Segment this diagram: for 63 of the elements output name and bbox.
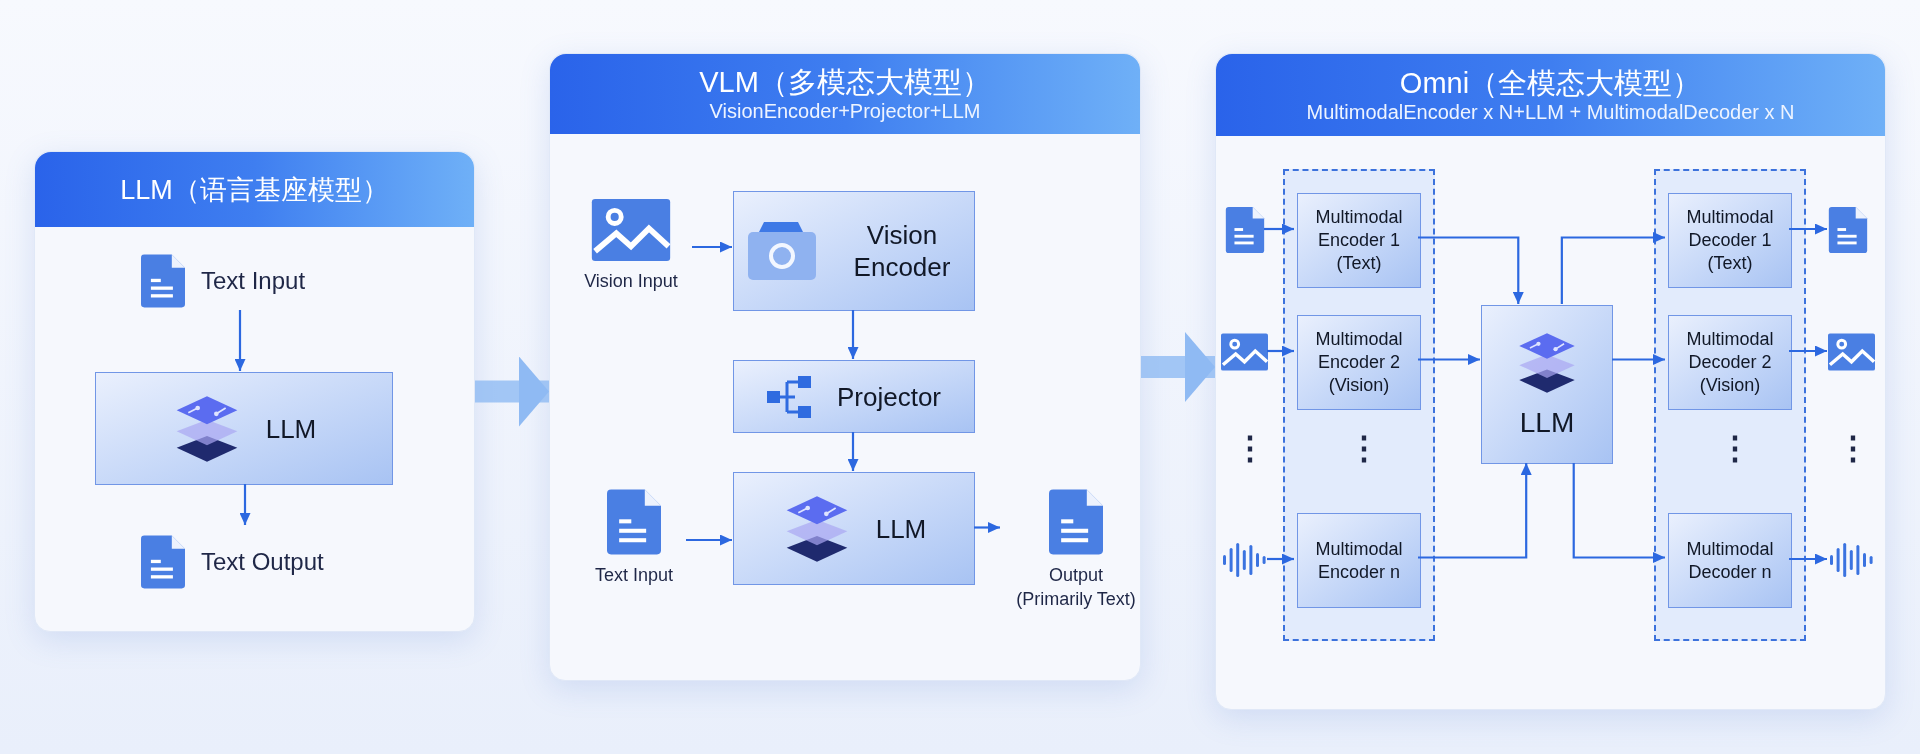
item-label: Text Input <box>201 266 306 296</box>
arrow <box>847 432 859 471</box>
arrow <box>1418 463 1532 559</box>
panel-card <box>34 151 475 632</box>
box-label: Vision Encoder <box>852 219 952 283</box>
arrow <box>1418 354 1480 365</box>
dashed-group-box <box>1283 169 1435 641</box>
panel-title: VLM（多模态大模型） <box>699 65 991 99</box>
arrow <box>847 310 859 359</box>
vertical-ellipsis: ⋮ <box>1348 429 1368 468</box>
box-label: Multimodal Encoder 2 (Vision) <box>1314 328 1404 397</box>
process-box <box>733 191 975 311</box>
flow-chevron-arrow <box>1141 332 1215 402</box>
arrow <box>1560 232 1665 304</box>
process-box <box>1297 193 1421 288</box>
arrow <box>1264 223 1294 235</box>
arrow <box>1789 223 1827 235</box>
process-box <box>1668 315 1792 410</box>
box-label: LLM <box>875 512 927 545</box>
box-label: Projector <box>836 380 941 413</box>
process-box <box>1297 315 1421 410</box>
arrow <box>234 310 246 371</box>
arrow <box>239 484 251 525</box>
arrow <box>1418 236 1524 304</box>
process-box <box>733 472 975 585</box>
box-label: Multimodal Encoder 1 (Text) <box>1314 206 1404 275</box>
process-box <box>1668 193 1792 288</box>
box-label: LLM <box>265 412 317 445</box>
arrow <box>1572 463 1665 563</box>
item-label: Text Input <box>594 564 673 587</box>
arrow <box>1789 553 1827 565</box>
item-label: Vision Input <box>584 270 678 293</box>
box-label: LLM <box>1519 406 1575 439</box>
arrow <box>1789 345 1827 357</box>
box-label: Multimodal Decoder 1 (Text) <box>1685 206 1775 275</box>
box-label: Multimodal Decoder n <box>1685 537 1775 584</box>
arrow <box>692 241 732 253</box>
vertical-ellipsis: ⋮ <box>1234 429 1254 468</box>
arrow <box>1612 354 1665 365</box>
item-label: Text Output <box>201 547 324 577</box>
process-box <box>1481 305 1613 464</box>
vertical-ellipsis: ⋮ <box>1837 429 1857 468</box>
process-box <box>1668 513 1792 608</box>
box-label: Multimodal Encoder n <box>1314 537 1404 584</box>
arrow <box>1267 345 1294 357</box>
vertical-ellipsis: ⋮ <box>1719 429 1739 468</box>
process-box <box>95 372 393 485</box>
arrow <box>974 522 1000 533</box>
panel-card <box>549 53 1141 681</box>
arrow <box>686 534 732 546</box>
item-label: (Primarily Text) <box>1016 588 1136 611</box>
process-box <box>733 360 975 433</box>
dashed-group-box <box>1654 169 1806 641</box>
flow-chevron-arrow <box>475 356 549 427</box>
arrow <box>1267 553 1294 565</box>
panel-subtitle: MultimodalEncoder x N+LLM + MultimodalDecoder x N <box>1306 100 1795 124</box>
panel-subtitle: VisionEncoder+Projector+LLM <box>709 99 981 123</box>
box-label: Multimodal Decoder 2 (Vision) <box>1685 328 1775 397</box>
panel-title: Omni（全模态大模型） <box>1399 66 1702 100</box>
panel-title: LLM（语言基座模型） <box>120 173 389 206</box>
item-label: Output <box>1048 564 1103 587</box>
process-box <box>1297 513 1421 608</box>
panel-card <box>1215 53 1886 710</box>
